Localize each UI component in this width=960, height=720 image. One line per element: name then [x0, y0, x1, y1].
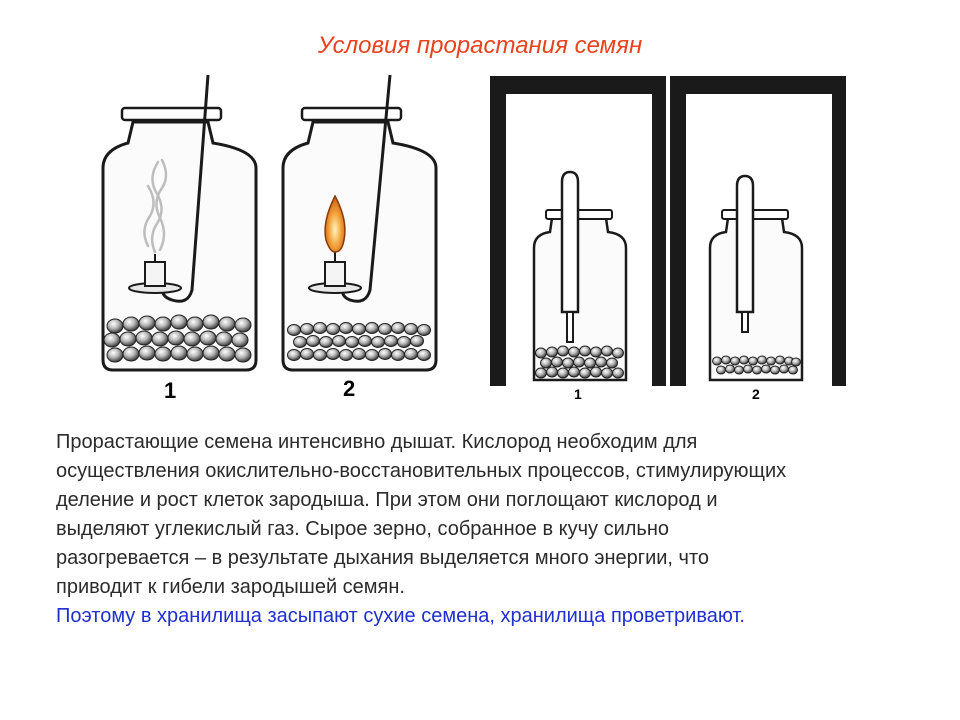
- text-line: деление и рост клеток зародыша. При этом…: [56, 489, 718, 511]
- box-2-label: 2: [752, 386, 760, 402]
- text-line: приводит к гибели зародышей семян.: [56, 576, 405, 598]
- description-text: Прорастающие семена интенсивно дышат. Ки…: [56, 428, 936, 631]
- jar-2-label: 2: [343, 376, 356, 401]
- jar-1-label: 1: [164, 378, 177, 403]
- box-1-label: 1: [574, 386, 582, 402]
- conclusion-text: Поэтому в хранилища засыпают сухие семен…: [56, 605, 745, 627]
- seeds-jar-2: [287, 322, 431, 361]
- slide-title: Условия прорастания семян: [317, 32, 643, 59]
- seeds-jar-1: [103, 314, 252, 363]
- text-line: разогревается – в результате дыхания выд…: [56, 547, 710, 569]
- text-line: осуществления окислительно-восстановител…: [56, 460, 787, 482]
- jar-1: [101, 74, 258, 372]
- smoke: [143, 158, 168, 254]
- candle-extinguished: [128, 254, 182, 294]
- candle-burning: [308, 194, 362, 294]
- jar-2: [281, 74, 438, 372]
- text-line: выделяют углекислый газ. Сырое зерно, со…: [56, 518, 670, 540]
- seed-germination-illustration: [101, 74, 846, 386]
- text-line: Прорастающие семена интенсивно дышат. Ки…: [56, 431, 698, 453]
- box-1: [490, 76, 666, 386]
- box-2: [670, 76, 846, 386]
- seeds-box-1: [535, 345, 624, 379]
- seeds-box-2: [712, 355, 801, 375]
